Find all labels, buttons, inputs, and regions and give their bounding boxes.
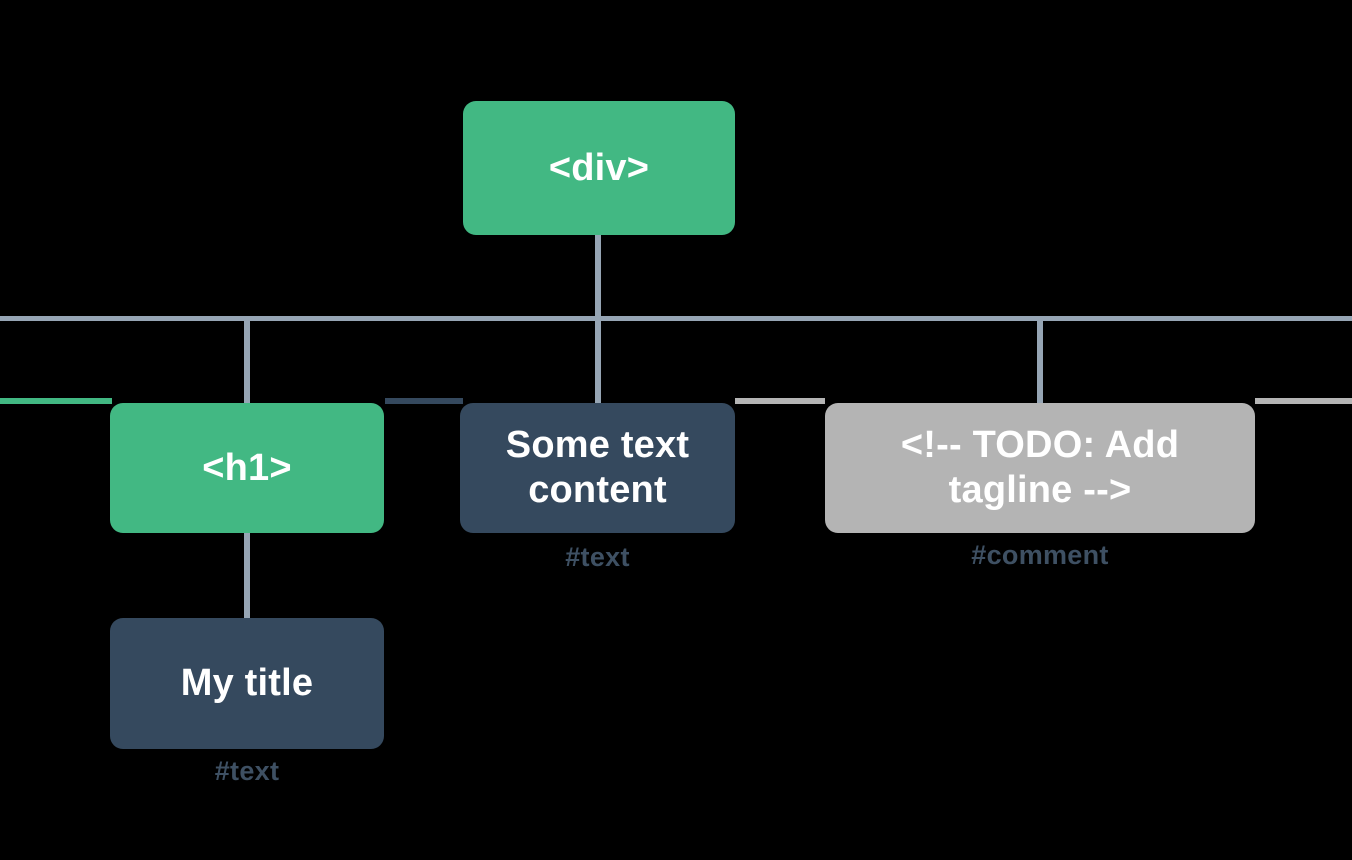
dom-node-div[interactable]: <div> xyxy=(463,101,735,235)
dom-node-h1[interactable]: <h1> xyxy=(110,403,384,533)
dom-node-my-title[interactable]: My title xyxy=(110,618,384,749)
caption-some-text: #text xyxy=(565,542,630,572)
connector-h1-to-my-title xyxy=(244,533,250,619)
dom-node-comment[interactable]: <!-- TODO: Add tagline --> xyxy=(825,403,1255,533)
connector-root-to-h1 xyxy=(244,320,250,404)
bleed-strip-gray-gap xyxy=(735,398,825,404)
caption-my-title: #text xyxy=(214,756,280,786)
bleed-strip-gray-right xyxy=(1255,398,1352,404)
connector-sibling-bar xyxy=(0,316,1352,321)
dom-node-some-text[interactable]: Some text content xyxy=(460,403,735,533)
bleed-strip-navy-gap xyxy=(385,398,463,404)
connector-root-to-text xyxy=(595,235,601,403)
caption-comment: #comment xyxy=(971,540,1109,570)
bleed-strip-green-left xyxy=(0,398,112,404)
connector-root-to-comment xyxy=(1037,320,1043,404)
